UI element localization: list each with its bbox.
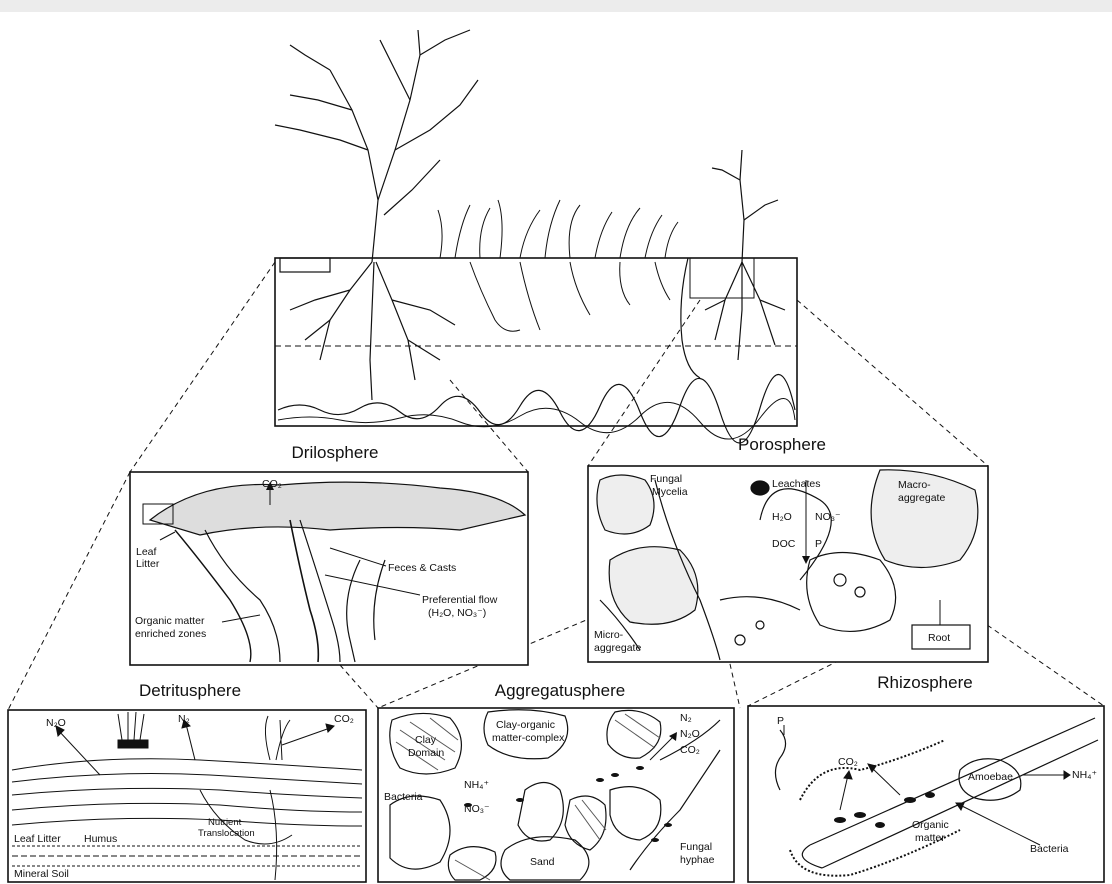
porosphere-macro-label-2: aggregate [898, 492, 945, 504]
aggregatusphere-complex-label-2: matter-complex [492, 732, 565, 744]
rhizosphere-p-label: P [777, 715, 784, 727]
drilosphere-organic-label-2: enriched zones [135, 628, 206, 640]
drilosphere-co2-label: CO₂ [262, 478, 282, 490]
aggregatusphere-co2-label: CO₂ [680, 744, 700, 756]
rhizosphere-organic-label-2: matter [915, 832, 945, 844]
porosphere-panel: Porosphere Fungal Mycelia Leachates H₂O … [588, 435, 988, 662]
detritusphere-title: Detritusphere [139, 681, 241, 700]
tree-illustration [275, 30, 478, 400]
porosphere-no3-label: NO₃⁻ [815, 511, 841, 523]
small-plant-illustration [681, 150, 785, 378]
rhizosphere-bacteria-label: Bacteria [1030, 843, 1069, 855]
aggregatusphere-clay-label-2: Domain [408, 747, 444, 759]
drilosphere-leaf-litter-label-1: Leaf [136, 546, 157, 558]
detritusphere-leaf-litter-label: Leaf Litter [14, 833, 61, 845]
soil-block-outline [275, 258, 797, 426]
porosphere-micro-label-2: aggregate [594, 642, 641, 654]
detritusphere-n2o-label: N₂O [46, 717, 66, 729]
porosphere-title: Porosphere [738, 435, 826, 454]
rhizosphere-organic-label-1: Organic [912, 819, 949, 831]
porosphere-p-label: P [815, 538, 822, 550]
porosphere-fungal-label-1: Fungal [650, 473, 682, 485]
aggregatusphere-bacteria-label: Bacteria [384, 791, 423, 803]
porosphere-root-label: Root [928, 632, 950, 644]
drilosphere-panel: Drilosphere CO₂ Leaf Litter Feces & Cast… [130, 443, 528, 665]
detritusphere-co2-label: CO₂ [334, 713, 354, 725]
aggregatusphere-complex-label-1: Clay-organic [496, 719, 555, 731]
grass-illustration [438, 200, 678, 331]
porosphere-h2o-label: H₂O [772, 511, 792, 523]
porosphere-micro-label-1: Micro- [594, 629, 624, 641]
aggregatusphere-no3-label: NO₃⁻ [464, 803, 490, 815]
aggregatusphere-sand-label: Sand [530, 856, 555, 868]
drilosphere-title: Drilosphere [292, 443, 379, 462]
detritusphere-n2-label: N₂ [178, 713, 190, 725]
drilosphere-leaf-litter-label-2: Litter [136, 558, 160, 570]
rhizosphere-nh4-label: NH₄⁺ [1072, 769, 1097, 781]
porosphere-macro-label-1: Macro- [898, 479, 931, 491]
detritusphere-humus-label: Humus [84, 833, 117, 845]
aggregatusphere-fungal-label-1: Fungal [680, 841, 712, 853]
porosphere-doc-label: DOC [772, 538, 796, 550]
aggregatusphere-n2o-label: N₂O [680, 728, 700, 740]
detritusphere-panel: Detritusphere N₂O N₂ CO₂ Leaf Litter Hum… [8, 681, 366, 882]
aggregatusphere-fungal-label-2: hyphae [680, 854, 715, 866]
aggregatusphere-clay-label-1: Clay [415, 734, 437, 746]
rhizosphere-co2-label: CO₂ [838, 756, 858, 768]
aggregatusphere-nh4-label: NH₄⁺ [464, 779, 489, 791]
rhizosphere-amoebae-label: Amoebae [968, 771, 1013, 783]
root-sample-box [690, 258, 754, 298]
porosphere-leachates-label: Leachates [772, 478, 820, 490]
rhizosphere-panel: Rhizosphere P CO₂ Amoebae NH₄⁺ Organic [748, 673, 1104, 882]
porosphere-fungal-label-2: Mycelia [652, 486, 688, 498]
drilosphere-feces-casts-label: Feces & Casts [388, 562, 456, 574]
aggregatusphere-n2-label: N₂ [680, 712, 692, 724]
detritusphere-nutrient-label-1: Nutrient [208, 817, 242, 828]
rhizosphere-title: Rhizosphere [877, 673, 972, 692]
aggregatusphere-title: Aggregatusphere [495, 681, 625, 700]
detritusphere-mineral-soil-label: Mineral Soil [14, 868, 69, 880]
drilosphere-pref-flow-label-1: Preferential flow [422, 594, 498, 606]
detritusphere-nutrient-label-2: Translocation [198, 828, 255, 839]
drilosphere-pref-flow-label-2: (H₂O, NO₃⁻) [428, 607, 486, 619]
aggregatusphere-panel: Aggregatusphere [378, 681, 734, 882]
drilosphere-organic-label-1: Organic matter [135, 615, 205, 627]
litter-sample-box [280, 258, 330, 272]
